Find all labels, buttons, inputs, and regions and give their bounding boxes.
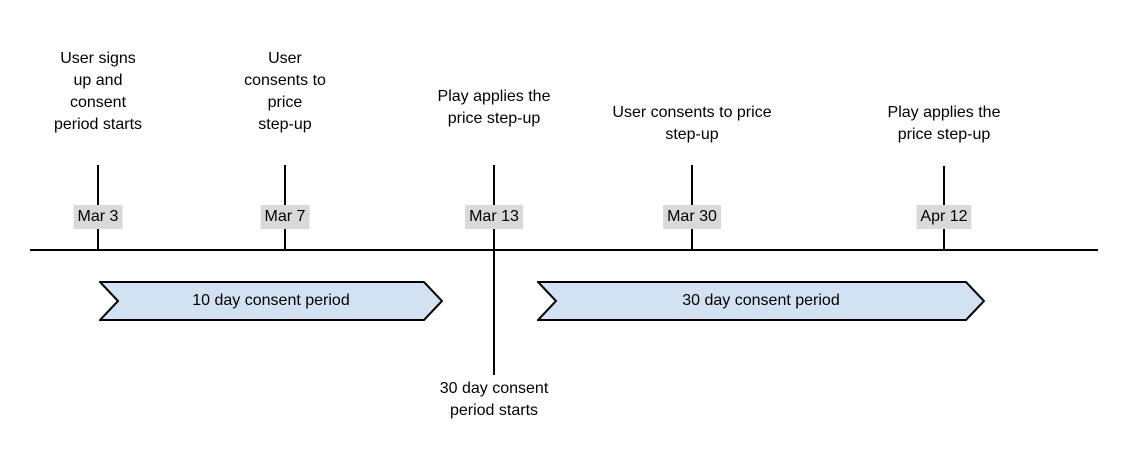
period-label: 30 day consent period (682, 292, 840, 309)
event-label-consent-1: User consents to price step-up (244, 50, 326, 133)
event-label-consent-2: User consents to price step-up (612, 104, 772, 143)
timeline-axis (30, 249, 1098, 251)
date-badge: Mar 30 (663, 205, 721, 229)
date-badge: Mar 13 (465, 205, 523, 229)
event-label-period-starts: 30 day consent period starts (439, 380, 549, 419)
consent-period-ribbon-10day: 10 day consent period (99, 281, 443, 321)
period-label: 10 day consent period (192, 292, 350, 309)
date-badge: Mar 7 (260, 205, 310, 229)
date-badge: Apr 12 (916, 205, 972, 229)
chevron-ribbon-shape (99, 281, 443, 321)
chevron-ribbon-shape (537, 281, 985, 321)
tick-mar-13 (493, 165, 495, 375)
chevron-ribbon-icon (537, 281, 985, 321)
chevron-ribbon-icon (99, 281, 443, 321)
event-label-apply-2: Play applies the price step-up (887, 104, 1001, 143)
consent-period-ribbon-30day: 30 day consent period (537, 281, 985, 321)
event-label-signup: User signs up and consent period starts (53, 50, 143, 133)
event-label-apply-1: Play applies the price step-up (437, 88, 551, 127)
date-badge: Mar 3 (73, 205, 123, 229)
